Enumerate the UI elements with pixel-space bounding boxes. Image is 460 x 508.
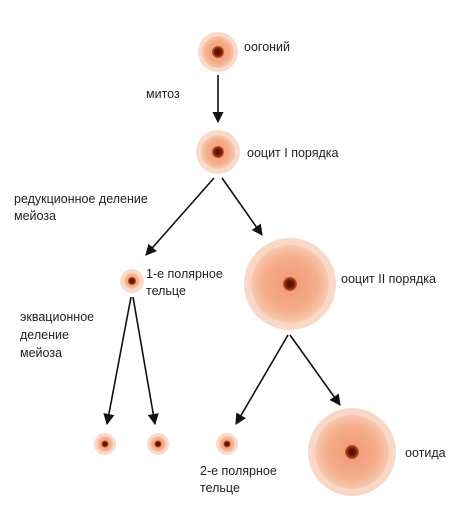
label-equational-division-line1: эквационное [20,310,94,324]
arrow-polar1-to-left-cell [103,296,132,426]
oocyte1-cell [196,130,240,174]
ootid-cell [308,408,396,496]
polar-body1-cell [120,269,144,293]
label-mitosis: митоз [146,87,180,101]
arrow-oocyte2-to-polar2 [235,334,289,425]
label-oocyte2: ооцит II порядка [341,272,436,286]
label-polar-body1-line1: 1-е полярное [146,267,223,281]
arrow-oocyte1-to-oocyte2 [221,177,263,236]
arrow-oocyte1-to-polar1 [145,177,215,256]
label-polar-body2-line1: 2-е полярное [200,464,277,478]
cells [94,32,396,496]
arrow-oocyte2-to-ootid [289,334,341,406]
polar-body1-daughter-right-cell [147,433,169,455]
arrows [103,75,341,426]
label-equational-division-line3: мейоза [20,346,62,360]
polar-body1-daughter-left-cell [94,433,116,455]
label-polar-body2-line2: тельце [200,481,240,495]
label-oocyte1: ооцит I порядка [247,146,339,160]
label-oogonium: оогоний [244,40,290,54]
polar-body2-cell [216,433,238,455]
label-polar-body1-line2: тельце [146,284,186,298]
label-ootid: оотида [405,446,446,460]
label-reduction-division-line1: редукционное деление [14,192,148,206]
oocyte2-cell [244,238,336,330]
oogonium-cell [198,32,238,72]
label-reduction-division-line2: мейоза [14,209,56,223]
label-equational-division-line2: деление [20,328,69,342]
arrow-polar1-to-right-cell [132,296,159,426]
labels: оогоний митоз ооцит I порядка редукционн… [14,40,446,495]
